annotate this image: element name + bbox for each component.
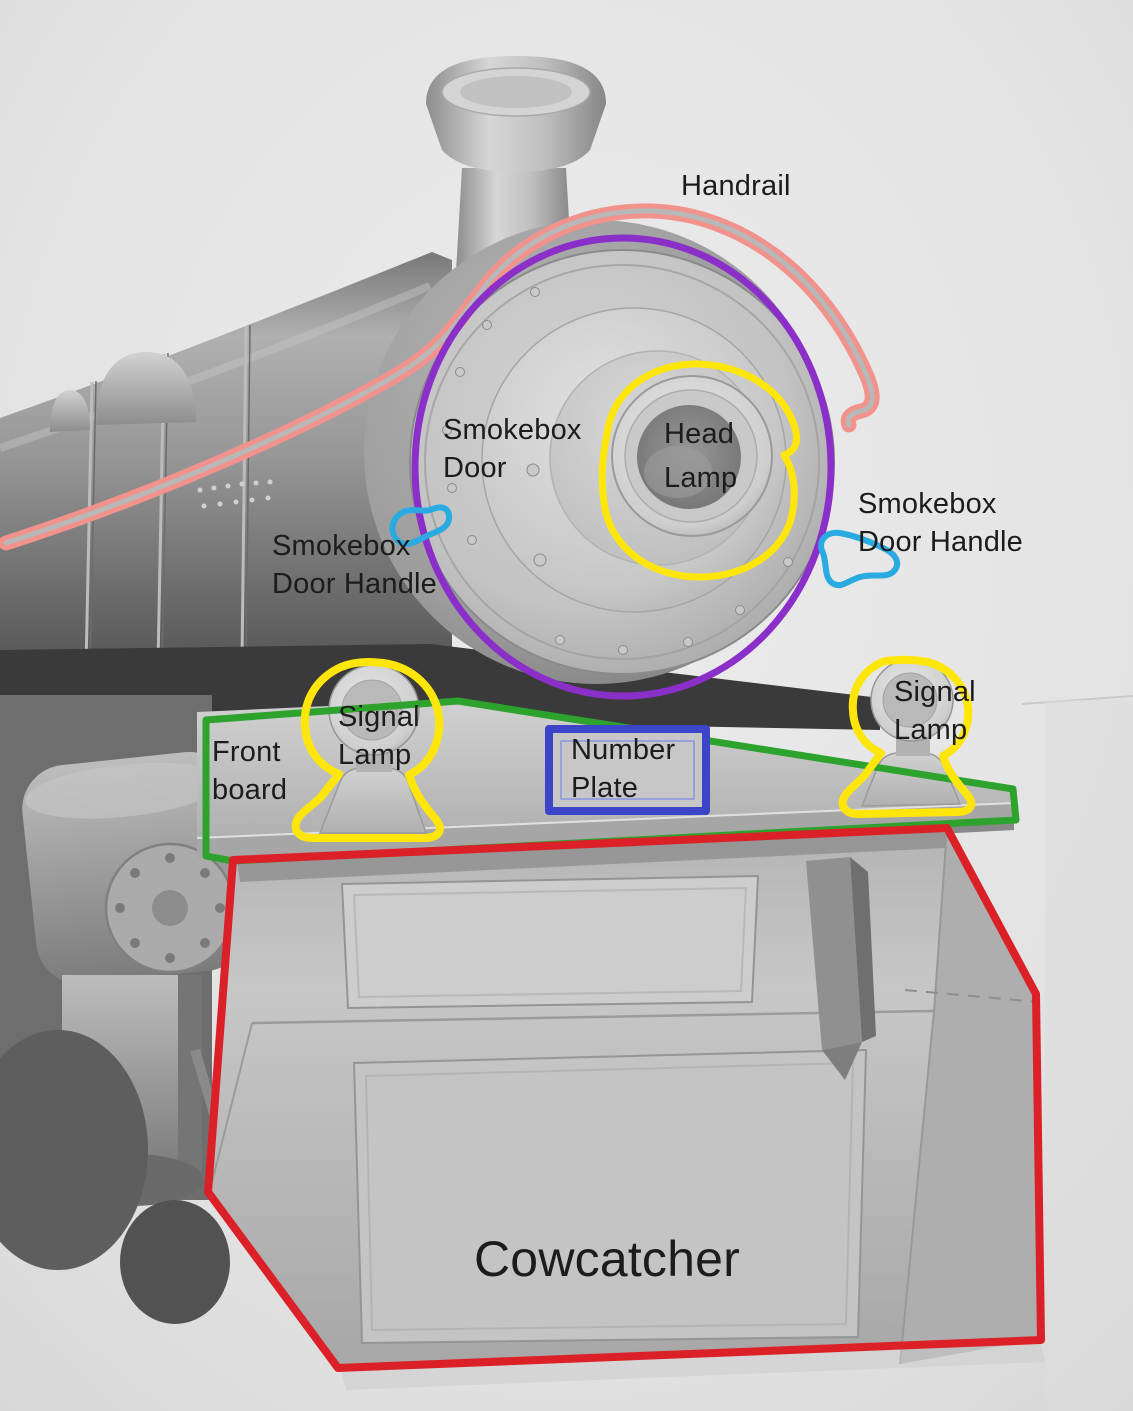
- boiler-band: [84, 381, 94, 669]
- signal-lamp-left-outline: [291, 658, 444, 842]
- cowcatcher-left-crease: [209, 1022, 253, 1191]
- wheel-shadow-2: [120, 1200, 230, 1324]
- label-line: Signal: [338, 701, 420, 733]
- coupler-block-tip: [822, 1042, 862, 1080]
- ground-shadow: [340, 1340, 1045, 1390]
- smokestack: [426, 56, 606, 272]
- label-line: Door Handle: [272, 567, 438, 600]
- signal-lamp-right-lens: [882, 672, 938, 728]
- cowcatcher-outline: [204, 824, 1045, 1372]
- number-plate-label: Number Plate: [571, 732, 675, 807]
- handrail-label: Handrail: [681, 168, 791, 206]
- front-board-label: Front board: [212, 734, 287, 809]
- cowcatcher-wing-edge: [933, 828, 948, 1012]
- smokebox-door-handle-right-label: Smokebox Door Handle: [858, 486, 1023, 561]
- boiler-band: [240, 325, 248, 661]
- deck-front-face: [197, 803, 1014, 861]
- head-lamp-render: [611, 375, 773, 537]
- cowcatcher-right-wing: [900, 829, 1040, 1364]
- cowcatcher-upper-panel: [340, 874, 760, 1010]
- flange-bolts: [115, 853, 225, 963]
- smokebox-door-outline: [411, 234, 835, 700]
- label-line: Door: [443, 451, 507, 484]
- boiler-band-shadow: [245, 324, 251, 661]
- smokebox-face-ring: [424, 264, 820, 660]
- cowcatcher-label: Cowcatcher: [474, 1232, 740, 1287]
- flange-hub: [152, 890, 188, 926]
- left-machinery: [0, 695, 248, 1324]
- smokestack-cap-top-inner: [460, 76, 572, 108]
- smokebox-door-handle-left-outline: [389, 504, 453, 547]
- label-line: Lamp: [338, 738, 412, 771]
- label-line: Cowcatcher: [474, 1231, 740, 1287]
- number-plate-outline: [545, 725, 710, 815]
- label-line: Front: [212, 736, 281, 768]
- cowcatcher-wing-edge-2: [899, 1010, 935, 1365]
- handrail-core: [3, 208, 875, 546]
- label-line: Lamp: [894, 713, 968, 746]
- coupler-block: [806, 857, 862, 1050]
- label-line: board: [212, 773, 288, 806]
- cowcatcher-upper-panel-inner: [352, 886, 748, 999]
- cowcatcher-lower-panel-inner: [364, 1061, 855, 1332]
- wheel-shadow: [0, 1030, 148, 1270]
- smokebox-rivets: [442, 287, 793, 655]
- boiler-rivets: [197, 479, 273, 509]
- head-lamp-outline: [598, 360, 801, 581]
- signal-lamp-left-label: Signal Lamp: [338, 699, 420, 774]
- label-line: Head: [664, 418, 735, 450]
- steam-dome: [96, 352, 196, 425]
- label-line: Number: [571, 734, 676, 766]
- label-line: Smokebox: [858, 488, 997, 520]
- smokebox-door-label: Smokebox Door: [443, 412, 582, 487]
- label-line: Smokebox: [443, 414, 582, 446]
- signal-lamp-right-outline: [838, 655, 976, 818]
- label-line: Handrail: [681, 170, 791, 202]
- smokebox-door-handle-right-outline: [818, 529, 901, 589]
- smokebox-door-handle-left-label: Smokebox Door Handle: [272, 528, 437, 603]
- head-lamp-lens-highlight: [644, 446, 712, 498]
- small-dome: [50, 390, 90, 432]
- front-board-outline: [202, 697, 1020, 865]
- label-line: Signal: [894, 676, 976, 708]
- coupler-block-side: [850, 857, 876, 1042]
- backdrop-shade: [1045, 700, 1133, 1411]
- label-line: Door Handle: [858, 525, 1024, 558]
- head-lamp-label: Head Lamp: [664, 413, 737, 500]
- signal-lamp-right-label: Signal Lamp: [894, 674, 976, 749]
- label-line: Smokebox: [272, 530, 411, 562]
- number-plate-inner-line: [560, 740, 695, 800]
- cowcatcher-lower-panel: [352, 1048, 868, 1345]
- cowcatcher-wing-dashed-line: [904, 989, 1039, 1003]
- label-line: Plate: [571, 771, 639, 804]
- annotation-outlines: [0, 203, 1045, 1372]
- boiler-band-shadow: [89, 380, 97, 669]
- label-line: Lamp: [664, 461, 738, 494]
- cowcatcher-top-shadow: [237, 829, 947, 882]
- cowcatcher-render: [209, 828, 1045, 1390]
